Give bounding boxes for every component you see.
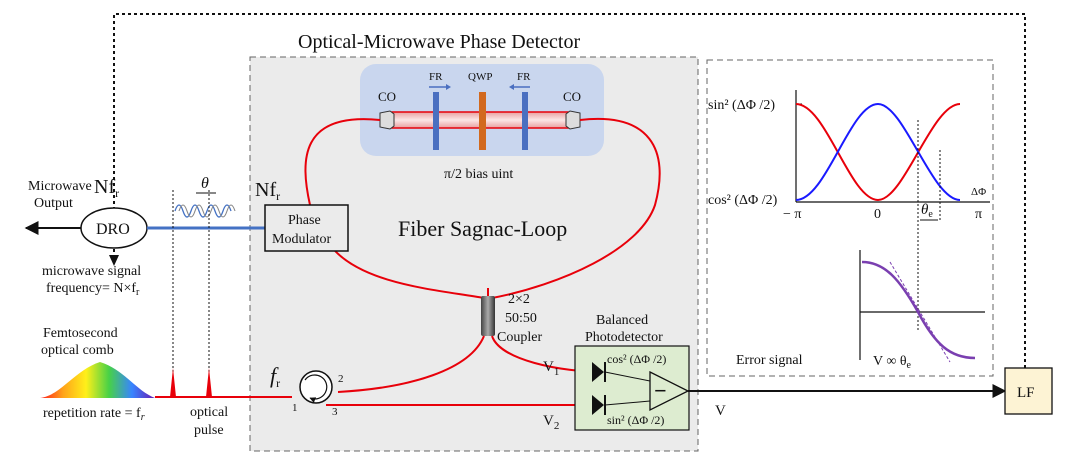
phase-modulator-label-1: Phase <box>288 213 321 228</box>
qwp-plate <box>479 92 486 150</box>
fr-right-plate <box>522 92 528 150</box>
circulator-arrow <box>304 374 328 403</box>
cos-curve <box>795 102 961 201</box>
rep-rate-label: repetition rate = fr <box>43 406 145 423</box>
phase-modulator-label-2: Modulator <box>272 232 331 247</box>
fiber-coupler-to-circulator <box>337 335 485 393</box>
phase-detector-title: Optical-Microwave Phase Detector <box>298 31 580 53</box>
coupler-label-2: 50:50 <box>505 311 537 326</box>
cos-axis-label: cos² (ΔΦ /2) <box>708 193 778 208</box>
pi-label: π <box>975 207 982 222</box>
v2-label: V2 <box>543 413 559 432</box>
v1-label: V1 <box>543 359 559 378</box>
zero-label: 0 <box>874 207 881 222</box>
coupler-label-1: 2×2 <box>508 292 530 307</box>
bpd-cos-label: cos² (ΔΦ /2) <box>607 352 666 366</box>
qwp-label: QWP <box>468 71 492 83</box>
co-left-label: CO <box>378 89 396 104</box>
microwave-output-label-2: Output <box>34 196 73 211</box>
bias-caption: π/2 bias uint <box>444 167 513 182</box>
fr-right-arrowhead <box>509 84 514 90</box>
lf-box <box>1004 367 1053 415</box>
microwave-output-label-1: Microwave <box>28 179 92 194</box>
fr-right-label: FR <box>517 71 531 83</box>
sagnac-loop-left <box>304 118 485 299</box>
theta-label: θ <box>201 175 209 192</box>
feedback-loop-line <box>113 13 1026 368</box>
sine-wave-gray <box>178 204 236 218</box>
error-curve <box>861 260 976 360</box>
mw-freq-label-2: frequency= N×fr <box>46 281 140 298</box>
collimator-left <box>379 110 395 130</box>
sagnac-loop-right <box>491 117 661 299</box>
femto-comb-spectrum <box>40 362 155 398</box>
nfr-left-label: Nfr <box>94 176 119 200</box>
optical-pulse-1 <box>170 368 176 397</box>
fr-left-label: FR <box>429 71 443 83</box>
amp-in-top <box>604 371 651 382</box>
feedback-arrowhead <box>109 255 119 266</box>
fr-left-plate <box>433 92 439 150</box>
photodiode-top <box>592 362 604 382</box>
dro-label: DRO <box>96 221 130 238</box>
dphi-label: ΔΦ <box>971 186 986 198</box>
amp-in-bottom <box>604 400 651 406</box>
bpd-title-1: Balanced <box>596 313 648 328</box>
lf-label: LF <box>1017 385 1035 401</box>
mw-freq-label-1: microwave signal <box>42 264 141 279</box>
error-tangent <box>889 261 951 363</box>
optical-pulse-2 <box>206 368 212 397</box>
sin-axis-label: sin² (ΔΦ /2) <box>708 98 775 113</box>
photodiode-bottom <box>592 395 604 415</box>
bpd-minus: − <box>654 378 667 403</box>
theta-e-label: θe <box>921 202 933 220</box>
optical-pulse-label-2: pulse <box>194 423 224 438</box>
v-output-label: V <box>715 403 726 419</box>
co-right-label: CO <box>563 89 581 104</box>
phase-modulator-box <box>264 204 349 252</box>
femto-label-1: Femtosecond <box>43 326 118 341</box>
bpd-amplifier <box>649 370 690 412</box>
bpd-title-2: Photodetector <box>585 330 663 345</box>
circulator-fr-label: fr <box>270 363 280 390</box>
sagnac-label: Fiber Sagnac-Loop <box>398 216 567 241</box>
error-signal-plot <box>859 250 985 363</box>
sin-curve <box>795 103 961 202</box>
femto-label-2: optical comb <box>41 343 114 358</box>
nfr-right-label: Nfr <box>255 179 280 203</box>
fr-left-arrowhead <box>446 84 451 90</box>
circulator-port-2: 2 <box>338 373 344 385</box>
collimator-right <box>565 110 581 130</box>
neg-pi-label: − π <box>783 207 801 222</box>
bpd-sin-label: sin² (ΔΦ /2) <box>607 413 664 427</box>
circulator-port-1: 1 <box>292 402 298 414</box>
optical-pulse-label-1: optical <box>190 405 228 420</box>
circulator-port-3: 3 <box>332 406 338 418</box>
v-prop-label: V ∞ θe <box>873 354 912 371</box>
phase-response-plot <box>795 90 990 330</box>
coupler-body <box>481 296 495 336</box>
coupler-label-3: Coupler <box>497 330 542 345</box>
sine-wave-blue <box>174 204 232 218</box>
error-signal-label: Error signal <box>736 353 803 368</box>
